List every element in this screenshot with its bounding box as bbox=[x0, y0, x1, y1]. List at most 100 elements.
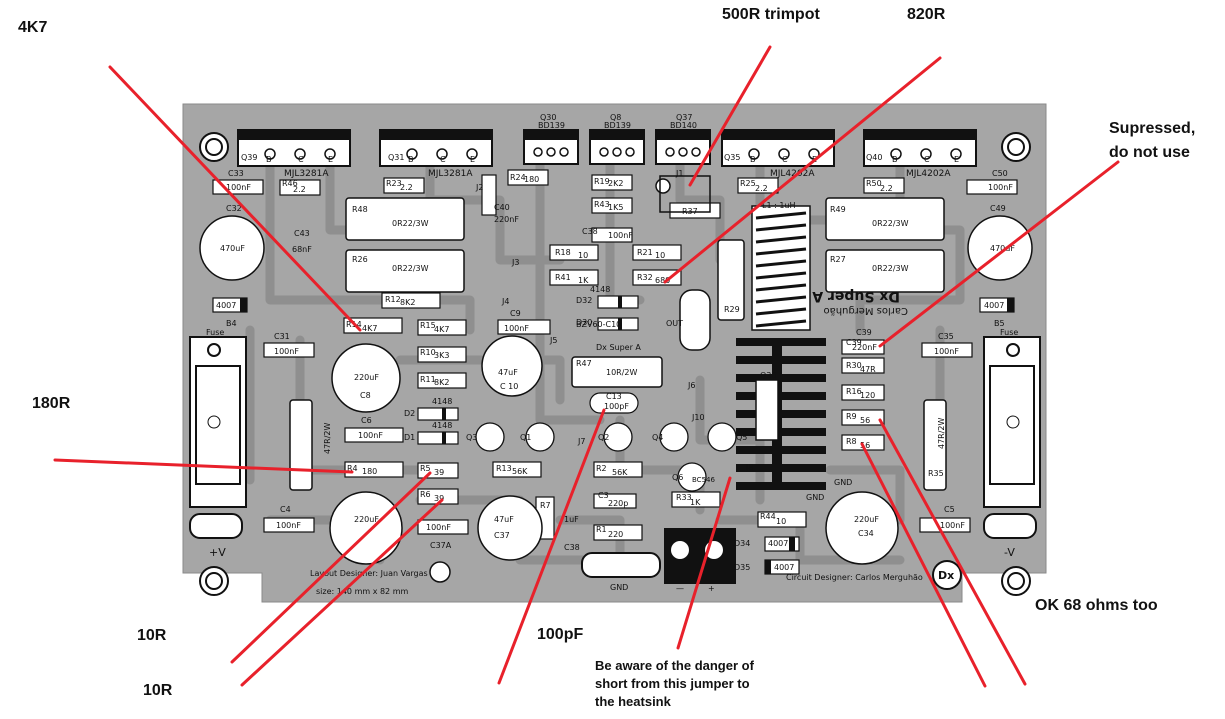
svg-text:D32: D32 bbox=[576, 296, 592, 305]
power-transistors bbox=[237, 129, 977, 167]
svg-text:4007: 4007 bbox=[774, 563, 794, 572]
svg-text:100nF: 100nF bbox=[276, 521, 301, 530]
svg-text:1uF: 1uF bbox=[564, 515, 579, 524]
svg-text:R46: R46 bbox=[282, 179, 298, 188]
svg-text:R33: R33 bbox=[676, 493, 692, 502]
svg-text:B4: B4 bbox=[226, 319, 237, 328]
svg-text:E: E bbox=[954, 155, 959, 164]
svg-text:D35: D35 bbox=[734, 563, 750, 572]
svg-text:R47: R47 bbox=[576, 359, 592, 368]
svg-text:L1 : 1uH: L1 : 1uH bbox=[762, 201, 796, 210]
annotation-10r-a: 10R bbox=[137, 627, 167, 644]
svg-text:Fuse: Fuse bbox=[1000, 328, 1018, 337]
svg-text:56K: 56K bbox=[512, 467, 528, 476]
svg-text:Q1: Q1 bbox=[520, 433, 531, 442]
svg-text:C5: C5 bbox=[944, 505, 955, 514]
svg-text:100nF: 100nF bbox=[504, 324, 529, 333]
svg-text:C8: C8 bbox=[360, 391, 371, 400]
svg-text:J7: J7 bbox=[577, 437, 585, 446]
annotation-supressed-2: do not use bbox=[1109, 144, 1190, 161]
svg-text:R16: R16 bbox=[846, 387, 862, 396]
svg-text:C38: C38 bbox=[582, 227, 598, 236]
svg-text:C: C bbox=[440, 155, 446, 164]
svg-text:220p: 220p bbox=[608, 499, 628, 508]
svg-text:2.2: 2.2 bbox=[400, 183, 413, 192]
svg-text:68nF: 68nF bbox=[292, 245, 312, 254]
svg-text:100pF: 100pF bbox=[604, 402, 629, 411]
board-title: Dx Super A Carlos Merguhão bbox=[812, 288, 908, 316]
svg-text:2.2: 2.2 bbox=[755, 184, 768, 193]
svg-text:R21: R21 bbox=[637, 248, 653, 257]
svg-text:E: E bbox=[470, 155, 475, 164]
svg-text:100nF: 100nF bbox=[226, 183, 251, 192]
small-components bbox=[212, 169, 1018, 541]
svg-text:R23: R23 bbox=[386, 179, 402, 188]
annotation-warning-2: short from this jumper to bbox=[595, 676, 750, 691]
svg-text:100nF: 100nF bbox=[608, 231, 633, 240]
svg-text:D34: D34 bbox=[734, 539, 750, 548]
svg-text:C39: C39 bbox=[846, 338, 862, 347]
svg-text:Dx: Dx bbox=[938, 569, 954, 582]
svg-text:Q35: Q35 bbox=[724, 153, 740, 162]
svg-text:56: 56 bbox=[860, 441, 870, 450]
svg-text:180: 180 bbox=[362, 467, 377, 476]
svg-text:0R22/3W: 0R22/3W bbox=[392, 264, 429, 273]
svg-text:—: — bbox=[676, 584, 684, 593]
power-resistors bbox=[289, 197, 947, 491]
svg-text:R32: R32 bbox=[637, 273, 653, 282]
annotation-warning-1: Be aware of the danger of bbox=[595, 658, 754, 673]
svg-text:Q36: Q36 bbox=[760, 371, 776, 380]
svg-text:Q37: Q37 bbox=[676, 113, 692, 122]
svg-text:10R/2W: 10R/2W bbox=[606, 368, 638, 377]
svg-text:56: 56 bbox=[860, 416, 870, 425]
svg-text:C4: C4 bbox=[280, 505, 291, 514]
svg-text:Q5: Q5 bbox=[736, 433, 747, 442]
svg-text:0R22/3W: 0R22/3W bbox=[392, 219, 429, 228]
svg-text:R29: R29 bbox=[724, 305, 740, 314]
svg-text:4K7: 4K7 bbox=[434, 325, 449, 334]
svg-text:-V: -V bbox=[1004, 546, 1015, 559]
svg-text:C32: C32 bbox=[226, 204, 242, 213]
svg-text:J3: J3 bbox=[511, 258, 519, 267]
svg-text:MJL4202A: MJL4202A bbox=[906, 169, 951, 179]
svg-text:+: + bbox=[708, 584, 715, 593]
svg-text:Q2: Q2 bbox=[598, 433, 609, 442]
svg-text:100nF: 100nF bbox=[934, 347, 959, 356]
svg-text:R13: R13 bbox=[496, 464, 512, 473]
svg-text:MJL3281A: MJL3281A bbox=[428, 169, 473, 179]
svg-text:R12: R12 bbox=[385, 295, 401, 304]
dx-logo bbox=[932, 560, 962, 590]
svg-text:Q3: Q3 bbox=[466, 433, 477, 442]
svg-text:Q30: Q30 bbox=[540, 113, 556, 122]
svg-text:MJL4202A: MJL4202A bbox=[770, 169, 815, 179]
svg-text:47uF: 47uF bbox=[498, 368, 518, 377]
svg-text:2K2: 2K2 bbox=[608, 179, 623, 188]
svg-text:4K7: 4K7 bbox=[362, 324, 377, 333]
fuse-holders bbox=[189, 336, 1041, 508]
svg-text:10: 10 bbox=[655, 251, 665, 260]
svg-text:C3: C3 bbox=[598, 491, 609, 500]
svg-text:Carlos Merguhão: Carlos Merguhão bbox=[824, 305, 909, 316]
svg-text:BD139: BD139 bbox=[538, 121, 565, 130]
svg-text:4148: 4148 bbox=[432, 421, 452, 430]
svg-text:120: 120 bbox=[860, 391, 875, 400]
svg-text:R25: R25 bbox=[740, 179, 756, 188]
svg-text:47uF: 47uF bbox=[494, 515, 514, 524]
svg-text:Fuse: Fuse bbox=[206, 328, 224, 337]
transistor-pads bbox=[264, 147, 962, 160]
svg-text:J5: J5 bbox=[549, 336, 557, 345]
annotation-ok-68: OK 68 ohms too bbox=[1035, 597, 1158, 614]
annotation-10r-b: 10R bbox=[143, 682, 173, 699]
svg-text:GND: GND bbox=[610, 583, 628, 592]
svg-text:J8: J8 bbox=[745, 463, 753, 472]
svg-text:B: B bbox=[892, 155, 898, 164]
svg-text:R7: R7 bbox=[540, 501, 551, 510]
svg-text:C33: C33 bbox=[228, 169, 244, 178]
svg-text:R35: R35 bbox=[928, 469, 944, 478]
svg-text:4007: 4007 bbox=[984, 301, 1004, 310]
svg-text:size: 140 mm x 82 mm: size: 140 mm x 82 mm bbox=[316, 587, 408, 596]
svg-text:C6: C6 bbox=[361, 416, 372, 425]
svg-text:4148: 4148 bbox=[432, 397, 452, 406]
svg-text:C50: C50 bbox=[992, 169, 1008, 178]
svg-text:C9: C9 bbox=[510, 309, 521, 318]
